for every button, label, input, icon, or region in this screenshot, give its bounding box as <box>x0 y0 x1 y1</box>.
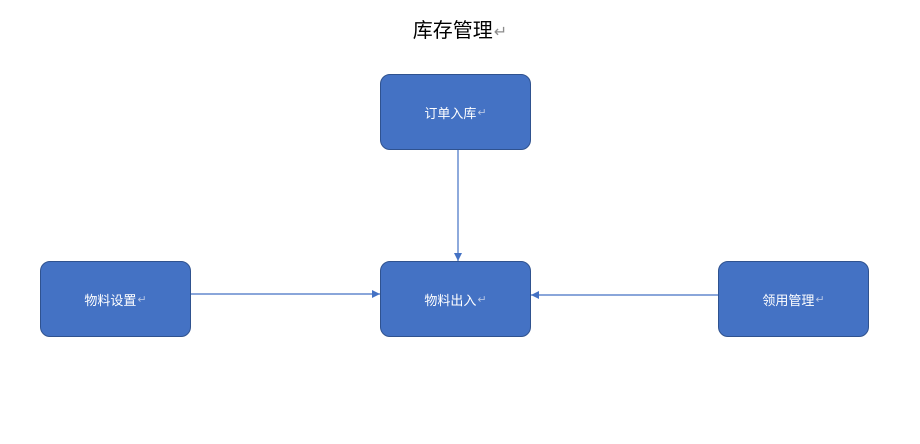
node-material-settings: 物料设置↵ <box>40 261 191 337</box>
paragraph-mark-icon: ↵ <box>477 105 487 119</box>
node-label: 物料出入 <box>424 293 477 309</box>
node-order-inbound: 订单入库↵ <box>380 74 531 150</box>
node-material-io: 物料出入↵ <box>380 261 531 337</box>
paragraph-mark-icon: ↵ <box>815 292 825 306</box>
paragraph-mark-icon: ↵ <box>477 292 487 306</box>
diagram-title-text: 库存管理 <box>412 18 493 42</box>
paragraph-mark-icon: ↵ <box>137 292 147 306</box>
node-requisition-management: 领用管理↵ <box>718 261 869 337</box>
node-label: 物料设置 <box>84 293 137 309</box>
node-label: 订单入库 <box>424 106 477 122</box>
node-label: 领用管理 <box>762 293 815 309</box>
paragraph-mark-icon: ↵ <box>493 22 508 41</box>
diagram-title: 库存管理↵ <box>0 16 920 46</box>
